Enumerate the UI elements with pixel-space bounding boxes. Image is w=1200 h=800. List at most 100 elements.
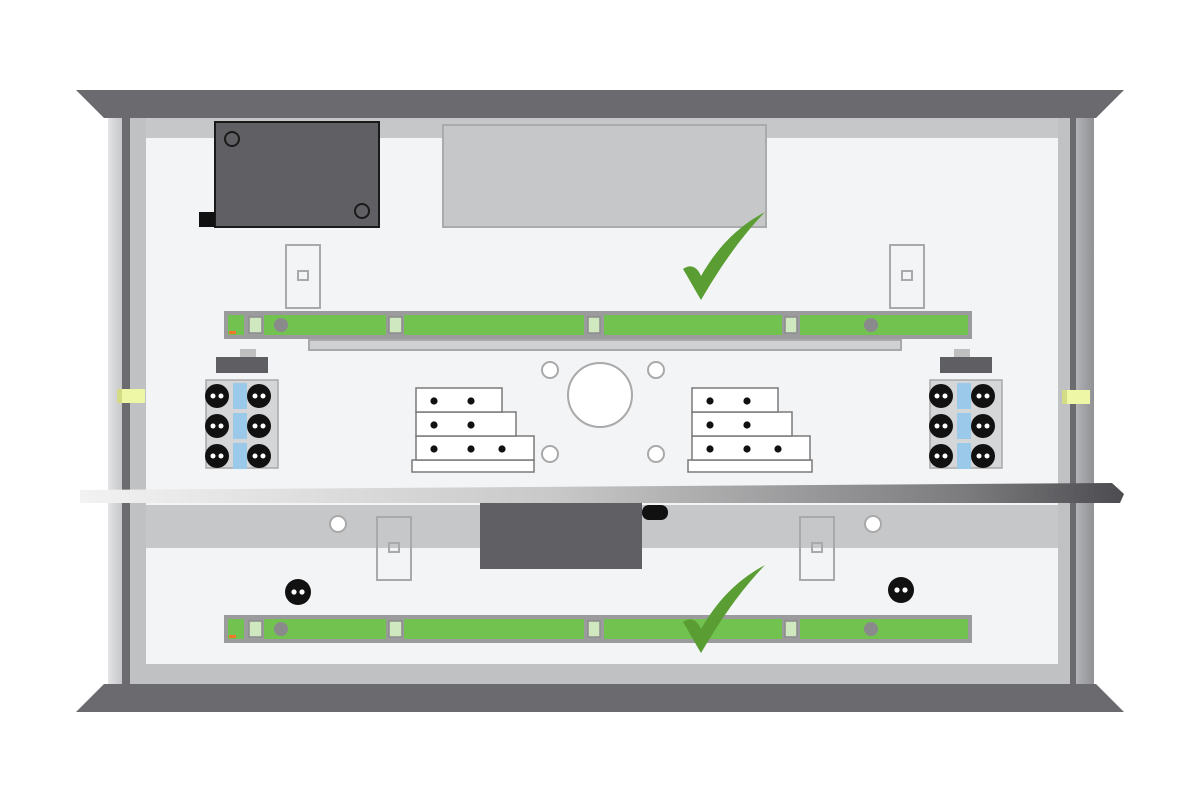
terminal-hole <box>942 453 948 459</box>
terminal-hole <box>218 423 224 429</box>
cable-gland-left <box>285 579 311 605</box>
terminal-header <box>940 357 992 373</box>
terminal-screw <box>205 444 229 468</box>
rail-screw <box>274 318 288 332</box>
terminal-hole <box>210 393 216 399</box>
terminal-cap <box>954 349 970 359</box>
terminal-hole <box>252 423 258 429</box>
upper-rail-backing <box>308 339 902 351</box>
connector-pin <box>743 397 751 405</box>
connector-pin <box>743 445 751 453</box>
center-fitting <box>541 361 665 463</box>
terminal-hole <box>252 393 258 399</box>
check-mark-icon <box>683 212 765 300</box>
lower-rail-clip-right <box>799 516 835 581</box>
terminal-screw <box>247 444 271 468</box>
connector-step <box>691 411 793 437</box>
rail-marker <box>229 331 236 334</box>
rail-green-segment <box>264 619 386 639</box>
rail-green-segment <box>264 315 386 335</box>
rail-green-segment <box>800 619 968 639</box>
rail-green-segment <box>404 619 584 639</box>
rail-separator <box>587 620 601 638</box>
terminal-hole <box>218 393 224 399</box>
connector-pin <box>706 421 714 429</box>
rail-screw <box>864 622 878 636</box>
terminal-screw <box>971 384 995 408</box>
terminal-strip <box>957 383 971 409</box>
terminal-block-right <box>929 349 1003 469</box>
terminal-block-left <box>205 349 279 469</box>
connector-pin <box>498 445 506 453</box>
terminal-screw <box>971 444 995 468</box>
terminal-hole <box>976 423 982 429</box>
rail-screw <box>274 622 288 636</box>
upper-din-rail <box>224 311 972 339</box>
rail-separator <box>784 316 798 334</box>
terminal-hole <box>260 453 266 459</box>
terminal-hole <box>260 423 266 429</box>
rail-separator <box>248 620 263 638</box>
connector-pin <box>467 445 475 453</box>
connector-base <box>687 459 813 473</box>
lower-control-module <box>480 498 642 569</box>
terminal-hole <box>984 393 990 399</box>
terminal-screw <box>205 414 229 438</box>
door-edge-bar <box>80 483 1124 503</box>
terminal-hole <box>942 423 948 429</box>
connector-pin <box>430 421 438 429</box>
terminal-header <box>216 357 268 373</box>
terminal-screw <box>929 444 953 468</box>
rail-marker <box>229 635 236 638</box>
terminal-strip <box>957 413 971 439</box>
rail-separator <box>388 316 403 334</box>
terminal-hole <box>210 423 216 429</box>
terminal-hole <box>252 453 258 459</box>
connector-base <box>411 459 535 473</box>
lower-rail-clip-left <box>376 516 412 581</box>
check-mark-icon <box>683 565 765 653</box>
connector-pin <box>706 397 714 405</box>
terminal-hole <box>210 453 216 459</box>
terminal-hole <box>976 453 982 459</box>
terminal-strip <box>233 383 247 409</box>
terminal-hole <box>942 393 948 399</box>
terminal-screw <box>247 384 271 408</box>
terminal-screw <box>929 384 953 408</box>
connector-pin <box>774 445 782 453</box>
stepped-connector-right <box>687 387 813 473</box>
connector-pin <box>706 445 714 453</box>
terminal-screw <box>205 384 229 408</box>
frame-bottom <box>76 684 1124 712</box>
upper-rail-clip-right <box>889 244 925 309</box>
rail-separator <box>784 620 798 638</box>
frame-top <box>76 90 1124 118</box>
rail-green-segment <box>800 315 968 335</box>
connector-pin <box>430 397 438 405</box>
rail-screw <box>864 318 878 332</box>
connector-pin <box>467 421 475 429</box>
connector-pin <box>467 397 475 405</box>
terminal-hole <box>984 423 990 429</box>
terminal-hole <box>984 453 990 459</box>
terminal-cap <box>240 349 256 359</box>
terminal-hole <box>934 423 940 429</box>
terminal-screw <box>929 414 953 438</box>
rail-separator <box>388 620 403 638</box>
rail-green-segment <box>404 315 584 335</box>
terminal-strip <box>233 443 247 469</box>
rail-green-segment <box>604 315 782 335</box>
cable-gland-right <box>888 577 914 603</box>
rail-separator <box>248 316 263 334</box>
lower-plate-hole-left <box>329 515 347 533</box>
upper-rail-clip-left <box>285 244 321 309</box>
lower-din-rail <box>224 615 972 643</box>
terminal-strip <box>233 413 247 439</box>
connector-step <box>691 387 779 413</box>
terminal-hole <box>934 393 940 399</box>
lower-plate-hole-right <box>864 515 882 533</box>
terminal-hole <box>976 393 982 399</box>
top-plate-module <box>442 124 767 228</box>
